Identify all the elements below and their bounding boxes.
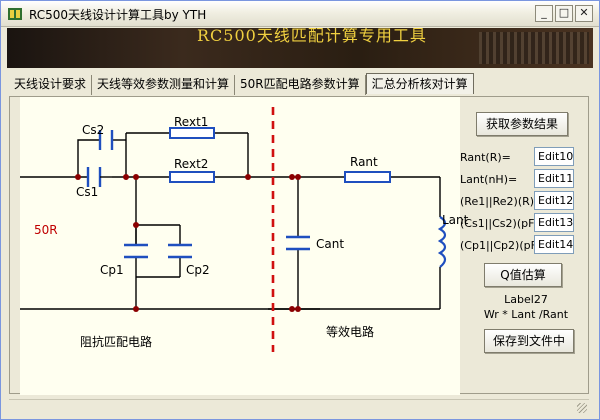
- cp-parallel-input[interactable]: Edit14: [534, 235, 574, 254]
- rext-parallel-input[interactable]: Edit12: [534, 191, 574, 210]
- cs-parallel-field-label: (Cs1||Cs2)(pF)=: [460, 217, 548, 230]
- q-formula: Wr * Lant /Rant: [483, 308, 569, 321]
- get-results-button[interactable]: 获取参数结果: [476, 112, 568, 136]
- cant-label: Cant: [316, 237, 345, 251]
- lant-input[interactable]: Edit11: [534, 169, 574, 188]
- tab-50r-matching[interactable]: 50R匹配电路参数计算: [235, 75, 366, 95]
- 50r-label: 50R: [34, 223, 58, 237]
- title-bar[interactable]: RC500天线设计计算工具by YTH _ □ ✕: [1, 1, 599, 27]
- matching-circuit-caption: 阻抗匹配电路: [80, 335, 153, 349]
- close-button[interactable]: ✕: [575, 5, 593, 22]
- cp2-label: Cp2: [186, 263, 210, 277]
- cs2-label: Cs2: [82, 123, 105, 137]
- maximize-button[interactable]: □: [555, 5, 573, 22]
- rant-input[interactable]: Edit10: [534, 147, 574, 166]
- rext-parallel-field-label: (Re1||Re2)(R)=: [460, 195, 544, 208]
- resize-grip-icon[interactable]: [577, 403, 587, 413]
- q-estimate-button[interactable]: Q值估算: [484, 263, 562, 287]
- cp-parallel-field-label: (Cp1||Cp2)(pF)=: [460, 239, 551, 252]
- cs-parallel-input[interactable]: Edit13: [534, 213, 574, 232]
- status-bar: [9, 399, 589, 415]
- tab-strip: 天线设计要求 天线等效参数测量和计算 50R匹配电路参数计算 汇总分析核对计算: [9, 73, 474, 95]
- tab-summary-analysis[interactable]: 汇总分析核对计算: [365, 73, 474, 94]
- schematic-drawing: [20, 107, 447, 352]
- app-icon: [8, 8, 22, 20]
- cs1-label: Cs1: [76, 185, 99, 199]
- equivalent-circuit-caption: 等效电路: [326, 325, 375, 339]
- minimize-button[interactable]: _: [535, 5, 553, 22]
- banner: RC500天线匹配计算专用工具: [7, 28, 593, 68]
- cp1-label: Cp1: [100, 263, 124, 277]
- circuit-schematic: Cs2 Rext1 Rext2 Cs1 50R Cp1 Cp2 Rant Can…: [20, 97, 468, 395]
- banner-decoration: [479, 32, 589, 64]
- lant-label: Lant: [442, 213, 469, 227]
- tab-panel: Cs2 Rext1 Rext2 Cs1 50R Cp1 Cp2 Rant Can…: [9, 96, 589, 395]
- label27: Label27: [504, 293, 548, 306]
- rext1-label: Rext1: [174, 115, 209, 129]
- banner-text: RC500天线匹配计算专用工具: [197, 28, 427, 45]
- tab-equivalent-params[interactable]: 天线等效参数测量和计算: [92, 75, 236, 95]
- rext2-label: Rext2: [174, 157, 209, 171]
- rant-label: Rant: [350, 155, 378, 169]
- save-to-file-button[interactable]: 保存到文件中: [484, 329, 574, 353]
- lant-field-label: Lant(nH)=: [460, 173, 518, 186]
- window-title: RC500天线设计计算工具by YTH: [29, 8, 207, 22]
- tab-antenna-requirements[interactable]: 天线设计要求: [9, 75, 93, 95]
- rant-field-label: Rant(R)=: [460, 151, 511, 164]
